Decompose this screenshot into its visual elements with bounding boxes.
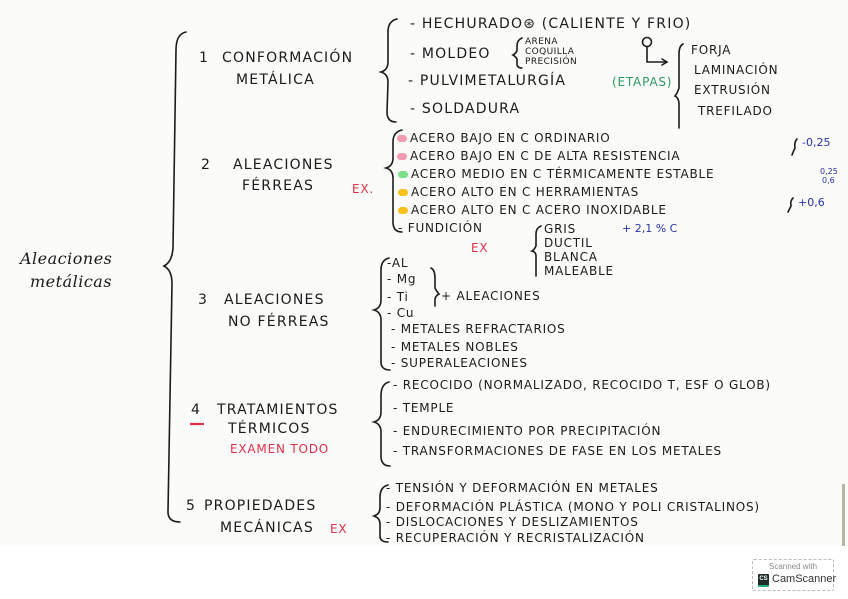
section-number: 5: [186, 498, 197, 514]
bracket-lines: [162, 18, 798, 543]
nonferrous-item: - METALES NOBLES: [391, 340, 519, 354]
camscanner-watermark: Scanned with CS CamScanner: [752, 559, 837, 591]
cast-iron-type: GRIS: [544, 222, 576, 236]
section-number: 1: [199, 50, 210, 66]
page-edge: [842, 484, 845, 546]
etapas-note: (ETAPAS): [612, 75, 673, 89]
section-title: ALEACIONES: [233, 157, 334, 173]
section-subtitle: TÉRMICOS: [228, 421, 311, 437]
steel-type: ACERO BAJO EN C DE ALTA RESISTENCIA: [410, 149, 681, 163]
section-number: 3: [198, 292, 209, 308]
section-title: ALEACIONES: [224, 292, 325, 308]
exam-tag: EX.: [352, 182, 375, 196]
section-number: 4: [191, 402, 202, 418]
yellow-highlight: [398, 189, 408, 196]
watermark-brand: CamScanner: [772, 573, 837, 585]
cast-iron-type: BLANCA: [544, 250, 598, 264]
property-item: - TENSIÓN Y DEFORMACIÓN EN METALES: [386, 481, 659, 495]
hechurado-type: LAMINACIÓN: [694, 63, 779, 77]
item-fundicion: - FUNDICIÓN: [398, 221, 483, 235]
hechurado-type: FORJA: [691, 43, 732, 57]
carbon-note: + 2,1 % C: [622, 222, 678, 235]
cast-iron-type: MALEABLE: [544, 264, 614, 278]
steel-type: ACERO ALTO EN C HERRAMIENTAS: [411, 185, 640, 199]
root-title-line1: Aleaciones: [20, 249, 113, 268]
item-pulvimetalurgia: - PULVIMETALURGÍA: [408, 73, 567, 89]
section-title: CONFORMACIÓN: [222, 50, 354, 66]
metal-item: - Mg: [387, 272, 417, 286]
metal-item: - Ti: [387, 290, 409, 304]
metal-item: - Cu: [387, 306, 415, 320]
pink-highlight: [397, 153, 407, 160]
exam-tag: EX: [471, 241, 489, 255]
section-subtitle: NO FÉRREAS: [228, 314, 330, 330]
treatment-item: - ENDURECIMIENTO POR PRECIPITACIÓN: [393, 424, 662, 438]
section-number: 2: [201, 157, 212, 173]
carbon-note: 0,25: [820, 167, 838, 176]
item-soldadura: - SOLDADURA: [410, 101, 521, 117]
section-subtitle: FÉRREAS: [242, 178, 315, 194]
pink-highlight: [397, 135, 407, 142]
treatment-item: - TRANSFORMACIONES DE FASE EN LOS METALE…: [393, 444, 722, 458]
exam-tag: EX: [330, 522, 348, 536]
nonferrous-item: - SUPERALEACIONES: [391, 356, 528, 370]
section-title: TRATAMIENTOS: [217, 402, 339, 418]
exam-tag: EXAMEN TODO: [230, 442, 329, 456]
moldeo-type: PRECISIÓN: [525, 57, 578, 67]
root-title-line2: metálicas: [30, 272, 113, 291]
carbon-note: -0,25: [802, 136, 831, 149]
item-moldeo: - MOLDEO: [410, 46, 491, 62]
section-title: PROPIEDADES: [204, 498, 317, 514]
steel-type: ACERO MEDIO EN C TÉRMICAMENTE ESTABLE: [411, 167, 715, 181]
hechurado-type: TREFILADO: [698, 104, 773, 118]
property-item: - DISLOCACIONES Y DESLIZAMIENTOS: [386, 515, 639, 529]
moldeo-type: ARENA: [525, 37, 558, 47]
green-highlight: [398, 171, 408, 178]
yellow-highlight: [398, 207, 408, 214]
property-item: - DEFORMACIÓN PLÁSTICA (MONO Y POLI CRIS…: [386, 500, 760, 514]
steel-type: ACERO ALTO EN C ACERO INOXIDABLE: [411, 203, 667, 217]
metals-note: + ALEACIONES: [441, 289, 541, 303]
metal-item: -AL: [387, 256, 409, 270]
section-subtitle: METÁLICA: [236, 72, 315, 88]
moldeo-type: COQUILLA: [525, 47, 575, 57]
item-hechurado: - HECHURADO⊛ (CALIENTE Y FRIO): [410, 16, 692, 32]
hechurado-type: EXTRUSIÓN: [694, 83, 771, 97]
nonferrous-item: - METALES REFRACTARIOS: [391, 322, 566, 336]
notebook-page: [0, 0, 848, 546]
carbon-note: 0,6: [822, 176, 835, 185]
carbon-note: +0,6: [798, 196, 825, 209]
treatment-item: - RECOCIDO (NORMALIZADO, RECOCIDO T, ESF…: [393, 378, 771, 392]
steel-type: ACERO BAJO EN C ORDINARIO: [410, 131, 611, 145]
cast-iron-type: DUCTIL: [544, 236, 593, 250]
property-item: - RECUPERACIÓN Y RECRISTALIZACIÓN: [386, 531, 645, 545]
camscanner-logo-icon: CS: [758, 574, 769, 587]
watermark-caption: Scanned with: [768, 562, 818, 571]
section-subtitle: MECÁNICAS: [220, 520, 314, 536]
treatment-item: - TEMPLE: [393, 401, 455, 415]
